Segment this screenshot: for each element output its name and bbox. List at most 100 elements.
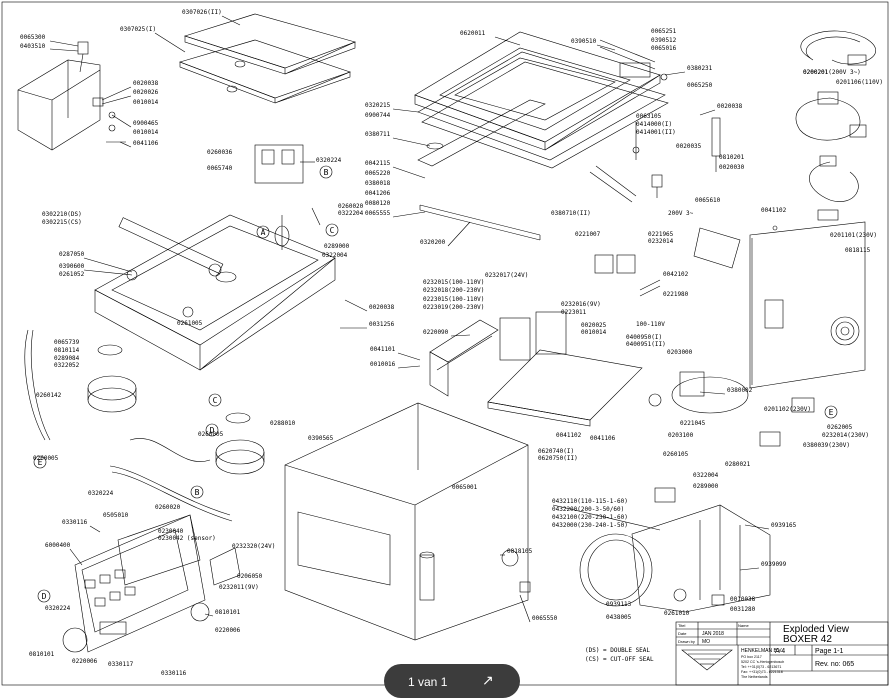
part-number-label: 0302215(CS)	[42, 219, 82, 226]
part-number-label: 0380710(II)	[551, 210, 591, 217]
part-number-label: 0280021	[725, 461, 751, 468]
part-number-label: 0261052	[59, 271, 85, 278]
part-number-label: 0010014	[133, 99, 159, 106]
part-number-label: 0380711	[365, 131, 391, 138]
part-number-label: 0261005	[177, 320, 203, 327]
part-number-label: 0065250	[687, 82, 713, 89]
part-number-label: 0232018(200-230V)	[423, 287, 484, 294]
part-number-label: 0220090	[423, 329, 449, 336]
part-number-label: 0403510	[20, 43, 46, 50]
callout-letter: D	[210, 426, 215, 435]
part-number-label: 0320224	[45, 605, 71, 612]
part-number-label: 0818105	[507, 548, 533, 555]
part-number-label: 0400950(I)	[626, 334, 662, 341]
part-number-label: 0330117	[108, 661, 134, 668]
callout-letter: D	[42, 592, 47, 601]
part-number-label: 100-110V	[636, 321, 665, 328]
callout-d: D	[37, 589, 51, 603]
part-number-label: 0432110(110-115-1-60)	[552, 498, 628, 505]
legend-cut-off-seal: (CS) = CUT-OFF SEAL	[585, 656, 654, 663]
callout-letter: E	[38, 458, 43, 467]
address-line-5: The Netherlands	[741, 675, 768, 679]
part-number-label: 0065555	[365, 210, 391, 217]
part-number-label: 0232320(24V)	[232, 543, 275, 550]
address-line-1: PO box 2117	[741, 655, 762, 659]
part-number-label: 0031256	[369, 321, 395, 328]
part-number-label: 0065740	[207, 165, 233, 172]
part-number-label: 0289084	[54, 355, 80, 362]
open-external-icon[interactable]: ↗	[482, 672, 494, 688]
part-number-label: 0063105	[636, 113, 662, 120]
part-number-label: 0322204	[338, 210, 364, 217]
title-block: Titel Name Date JAN 2018 Drawn by MO Exp…	[675, 621, 889, 686]
part-number-label: 0939113	[606, 601, 632, 608]
part-number-label: 0221965	[648, 231, 674, 238]
part-number-label: 0206050	[237, 573, 263, 580]
part-number-label: 0320215	[365, 102, 391, 109]
part-number-label: 0380002	[727, 387, 753, 394]
chamber-lid	[414, 31, 669, 241]
paper-format: A 4	[775, 648, 785, 655]
part-number-label: 0010014	[133, 129, 159, 136]
callout-b: B	[319, 165, 333, 179]
part-number-label: 0020035	[676, 143, 702, 150]
part-number-label: 0810114	[54, 347, 80, 354]
part-number-label: 0380039(230V)	[803, 442, 850, 449]
callout-c: C	[208, 393, 222, 407]
drawing-model: BOXER 42	[783, 634, 832, 645]
page-navigation-pill[interactable]: 1 van 1 ↗	[384, 664, 520, 698]
part-number-label: 0065220	[365, 170, 391, 177]
part-number-label: 0260142	[36, 392, 62, 399]
part-number-label: 0261010	[664, 610, 690, 617]
address-line-2: 5202 CC 's-Hertogenbosch	[741, 660, 784, 664]
part-number-label: 0818115	[845, 247, 871, 254]
callout-d: D	[205, 423, 219, 437]
part-number-label: 0042115	[365, 160, 391, 167]
part-number-label: 0620750(II)	[538, 455, 578, 462]
part-number-label: 0320200	[420, 239, 446, 246]
part-number-label: 0260036	[207, 149, 233, 156]
part-number-label: 0201101(230V)	[830, 232, 877, 239]
part-number-label: 0020026	[133, 89, 159, 96]
left-frame-assembly	[17, 41, 126, 151]
part-number-label: 0220006	[215, 627, 241, 634]
part-number-label: 0260005	[198, 431, 224, 438]
part-number-label: 0230042 (sensor)	[158, 535, 216, 542]
address-line-3: Tel: ++31(0)73 - 6213671	[741, 665, 781, 669]
part-number-label: 0041102	[761, 207, 787, 214]
vacuum-pump	[579, 487, 771, 613]
part-number-label: 6000400	[45, 542, 71, 549]
callout-e: E	[33, 455, 47, 469]
callout-letter: C	[330, 226, 335, 235]
part-number-label: 0260105	[663, 451, 689, 458]
part-number-label: 0939165	[771, 522, 797, 529]
part-number-label: 0620740(I)	[538, 448, 574, 455]
part-number-label: 0232014(230V)	[822, 432, 869, 439]
part-number-label: 0287050	[59, 251, 85, 258]
lid-panels	[179, 13, 356, 104]
hinge-parts	[589, 39, 721, 203]
part-number-label: 0010014	[581, 329, 607, 336]
part-number-label: 0065251	[651, 28, 677, 35]
address-line-4: Fax: ++31(0)73 - 6221318	[741, 670, 783, 674]
part-number-label: 0505010	[103, 512, 129, 519]
callout-letter: B	[324, 168, 329, 177]
part-number-label: 0221980	[663, 291, 689, 298]
part-number-label: 0289000	[693, 483, 719, 490]
part-number-label: 0065550	[532, 615, 558, 622]
part-number-label: 0041102	[556, 432, 582, 439]
part-number-label: 0432200(200-3-50/60)	[552, 506, 624, 513]
company-logo-icon	[681, 649, 733, 671]
part-number-label: 0031280	[730, 606, 756, 613]
part-number-label: 0390600	[59, 263, 85, 270]
part-number-label: 0041106	[590, 435, 616, 442]
part-number-label: 0203000	[667, 349, 693, 356]
part-number-label: 0041106	[133, 140, 159, 147]
part-number-label: 0432000(230-240-1-50)	[552, 522, 628, 529]
part-number-label: 0390565	[308, 435, 334, 442]
part-number-label: 0065610	[695, 197, 721, 204]
part-number-label: 0322004	[693, 472, 719, 479]
part-number-label: 0900744	[365, 112, 391, 119]
